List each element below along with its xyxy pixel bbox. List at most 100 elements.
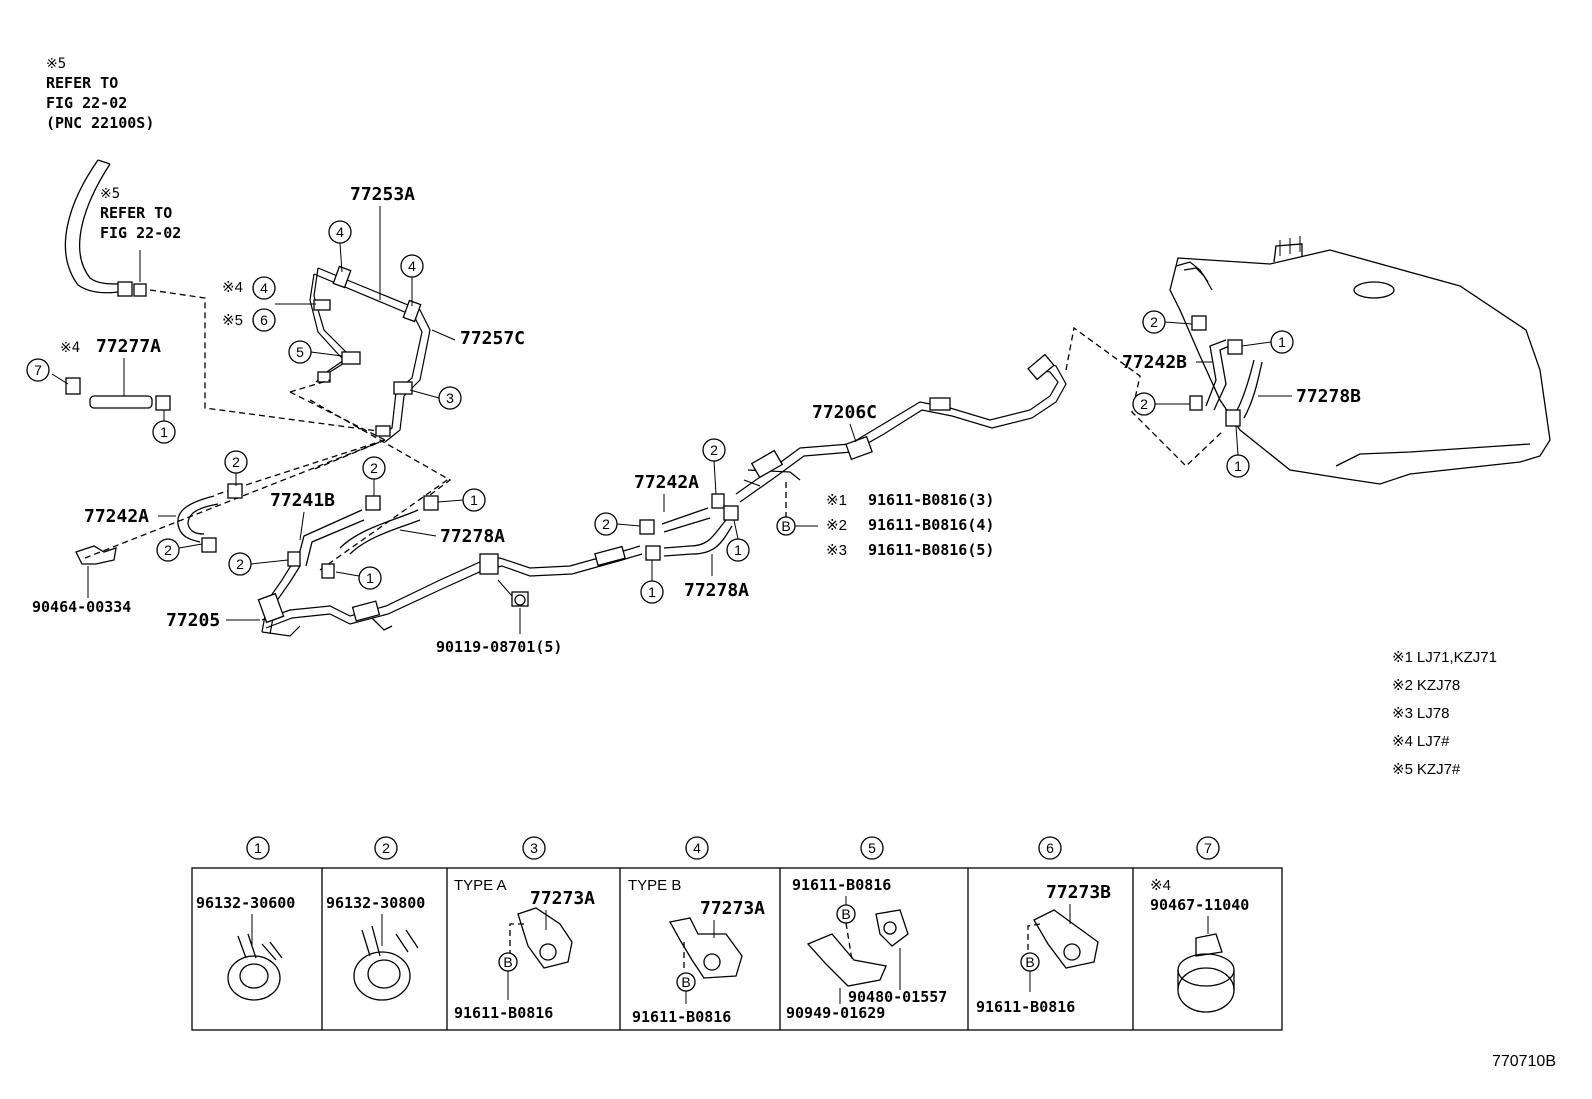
- bolt-row-3-part: 91611-B0816(5): [868, 541, 994, 559]
- svg-text:2: 2: [710, 442, 718, 458]
- hose-77242A-left: [177, 483, 243, 553]
- svg-text:3: 3: [446, 390, 454, 406]
- pipe-77206C: [735, 353, 1067, 503]
- svg-text:1: 1: [1278, 334, 1286, 350]
- box-7-type: ※4: [1150, 877, 1171, 894]
- svg-text:B: B: [503, 954, 512, 970]
- box-6: 77273B B 91611-B0816: [976, 882, 1111, 1016]
- callout-1-d: 1: [726, 538, 750, 562]
- box-5-part-3: 90949-01629: [786, 1004, 885, 1022]
- svg-text:1: 1: [366, 570, 374, 586]
- callout-2-b: 2: [362, 456, 386, 480]
- figure-code: 770710B: [1492, 1053, 1556, 1070]
- svg-text:2: 2: [164, 542, 172, 558]
- main-pipe-77205: [257, 545, 643, 637]
- svg-text:1: 1: [254, 840, 262, 856]
- label-77278B: 77278B: [1296, 386, 1361, 407]
- callout-7: 7: [26, 358, 50, 382]
- svg-text:5: 5: [296, 344, 304, 360]
- svg-text:2: 2: [1150, 314, 1158, 330]
- box-header-2: 2: [374, 836, 398, 860]
- box-4-part-1: 77273A: [700, 898, 765, 919]
- dash-leader-4: [84, 441, 381, 559]
- callout-1-e: 1: [640, 580, 664, 604]
- dash-leader-2: [289, 379, 452, 496]
- hose-77278A-mid: [645, 505, 739, 561]
- callout-1-b: 1: [462, 488, 486, 512]
- bolt-row-1-mark: ※1: [826, 492, 847, 509]
- callout-6: 6: [252, 308, 276, 332]
- label-77257C: 77257C: [460, 328, 525, 349]
- bolt-callout-letter: B: [781, 518, 790, 534]
- hose-77278A-top: [339, 495, 439, 555]
- box-3-part-1: 77273A: [530, 888, 595, 909]
- ref-top-mark: ※5: [46, 56, 66, 72]
- ref-top-line2: FIG 22-02: [46, 94, 127, 112]
- callout-1-c: 1: [358, 566, 382, 590]
- box-header-1: 1: [246, 836, 270, 860]
- svg-text:4: 4: [260, 280, 268, 296]
- label-77242A-left: 77242A: [84, 506, 149, 527]
- box-header-4: 4: [685, 836, 709, 860]
- callout-4-a: 4: [328, 220, 352, 244]
- bolt-row-3-mark: ※3: [826, 542, 847, 559]
- hose-77242A-mid: [639, 493, 725, 535]
- callout-2-e: 2: [702, 438, 726, 462]
- label-77242A-mid: 77242A: [634, 472, 699, 493]
- svg-text:2: 2: [1140, 396, 1148, 412]
- svg-text:B: B: [1025, 954, 1034, 970]
- svg-text:1: 1: [470, 492, 478, 508]
- box-4-type: TYPE B: [628, 877, 681, 894]
- callout-1-g: 1: [1226, 454, 1250, 478]
- svg-text:7: 7: [34, 362, 42, 378]
- svg-text:7: 7: [1204, 840, 1212, 856]
- svg-text:1: 1: [160, 424, 168, 440]
- box-4-part-2: 91611-B0816: [632, 1008, 731, 1026]
- bolt-row-1-part: 91611-B0816(3): [868, 491, 994, 509]
- callout-1-a: 1: [152, 420, 176, 444]
- callout-2-d: 2: [228, 552, 252, 576]
- box-6-part-1: 77273B: [1046, 882, 1111, 903]
- parts-box-row: 1 2 3 4 5 6 7 96132-30600 96132-30800 TY…: [191, 836, 1283, 1031]
- box-3: TYPE A 77273A B 91611-B0816: [454, 877, 595, 1022]
- dash-leader-1: [149, 289, 386, 433]
- dash-leader-7: [1065, 326, 1225, 467]
- svg-text:6: 6: [1046, 840, 1054, 856]
- label-77277A-mark: ※4: [60, 340, 80, 356]
- label-90119-08701: 90119-08701(5): [436, 638, 562, 656]
- svg-text:2: 2: [236, 556, 244, 572]
- box-5-part-1: 91611-B0816: [792, 876, 891, 894]
- svg-text:3: 3: [530, 840, 538, 856]
- box-7: ※4 90467-11040: [1150, 877, 1249, 1013]
- reference-note-top: ※5 REFER TO FIG 22-02 (PNC 22100S): [46, 56, 154, 132]
- callout-2-a: 2: [224, 450, 248, 474]
- callouts: 4 4 4 6 5 3 7 1 2 2 1 2 2 1 2 2 1 1 2: [26, 220, 1294, 604]
- hose-77241B: [295, 495, 381, 567]
- bolt-row-2-part: 91611-B0816(4): [868, 516, 994, 534]
- box-header-5: 5: [860, 836, 884, 860]
- svg-text:5: 5: [868, 840, 876, 856]
- label-77205: 77205: [166, 610, 220, 631]
- dash-leader-5: [319, 477, 451, 571]
- box-4: TYPE B 77273A B 91611-B0816: [628, 877, 765, 1026]
- svg-text:2: 2: [602, 516, 610, 532]
- box-7-part: 90467-11040: [1150, 896, 1249, 914]
- bolt-90119: [497, 579, 529, 607]
- svg-text:4: 4: [336, 224, 344, 240]
- pipe-assembly-77253A: [309, 265, 431, 443]
- box-5: 91611-B0816 B 90480-01557 90949-01629: [786, 876, 947, 1022]
- box-header-7: 7: [1196, 836, 1220, 860]
- callout-3: 3: [438, 386, 462, 410]
- ref-mid-line2: FIG 22-02: [100, 224, 181, 242]
- ref-mid-mark: ※5: [100, 186, 120, 202]
- box-header-3: 3: [522, 836, 546, 860]
- callout-4-c: 4: [252, 276, 276, 300]
- svg-text:B: B: [681, 974, 690, 990]
- box-3-type: TYPE A: [454, 877, 507, 894]
- box-1-part: 96132-30600: [196, 894, 295, 912]
- svg-text:2: 2: [370, 460, 378, 476]
